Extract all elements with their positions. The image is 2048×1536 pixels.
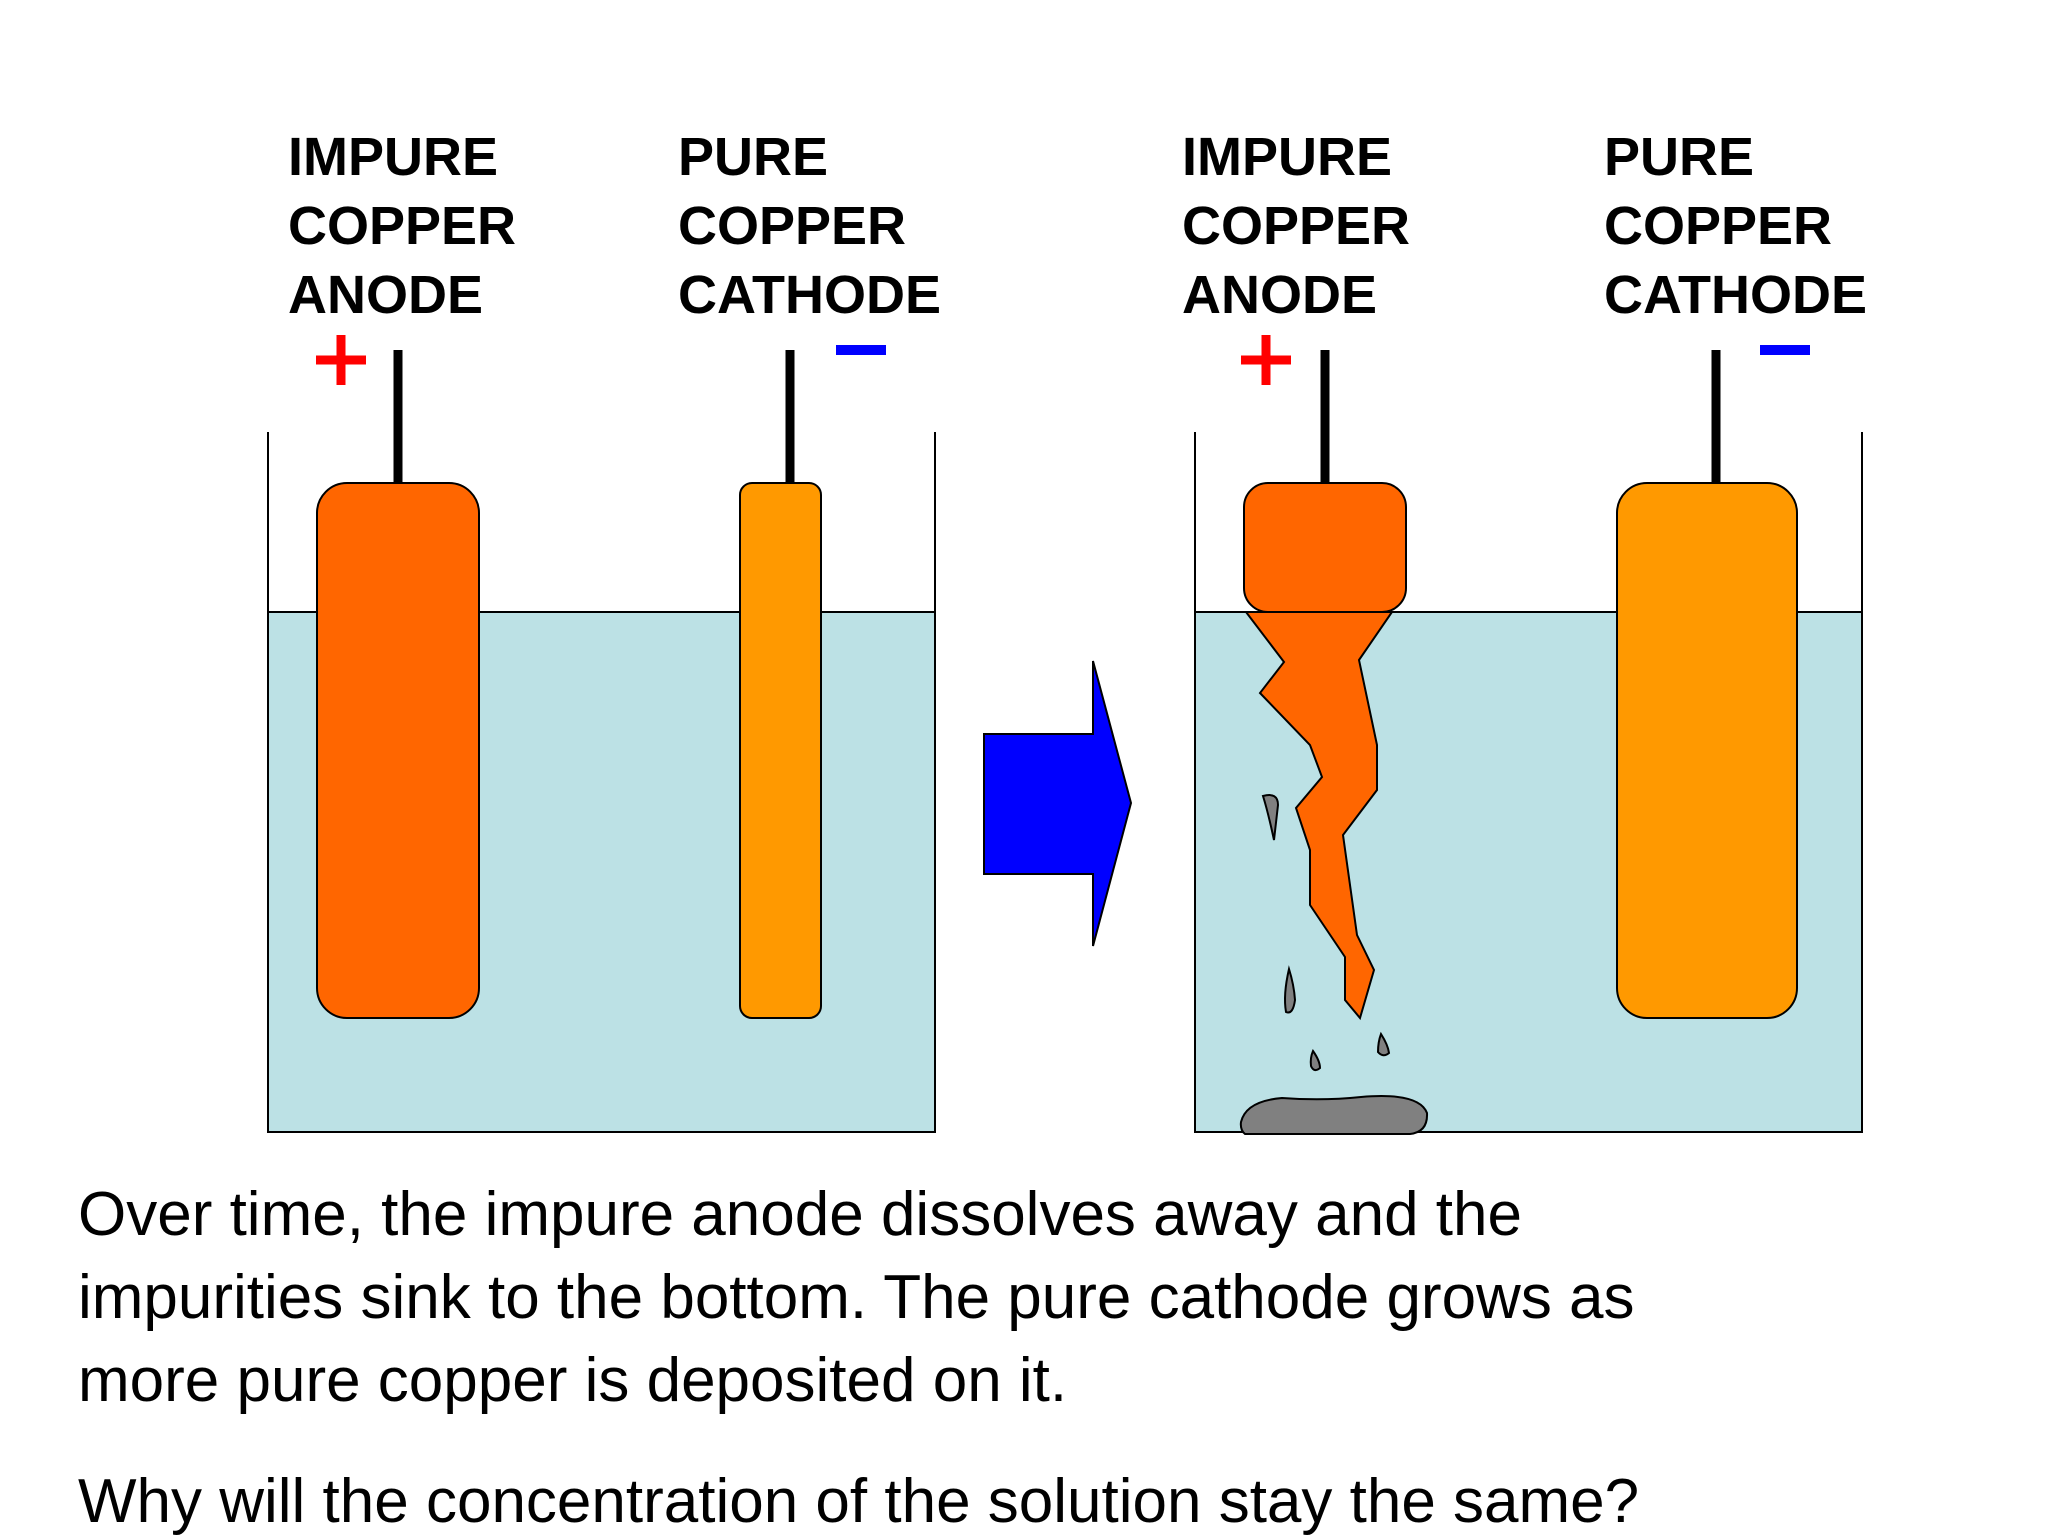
- impurity-particle: [1261, 794, 1280, 841]
- caption-explanation: Over time, the impure anode dissolves aw…: [78, 1173, 2008, 1422]
- before-positive-sign: [316, 335, 366, 385]
- impurity-particle: [1309, 1048, 1322, 1072]
- after-cathode-label: PURE COPPER CATHODE: [1604, 127, 1867, 325]
- impurity-particle: [1376, 1031, 1391, 1057]
- right-arrow: [983, 660, 1133, 947]
- before-pure-cathode: [739, 482, 822, 1019]
- after-anode-label: IMPURE COPPER ANODE: [1182, 127, 1425, 325]
- caption-line: Over time, the impure anode dissolves aw…: [78, 1180, 1522, 1249]
- after-anode-top: [1243, 482, 1407, 613]
- before-cathode-label: PURE COPPER CATHODE: [678, 127, 941, 325]
- caption-line: impurities sink to the bottom. The pure …: [78, 1263, 1635, 1332]
- after-positive-sign: [1241, 335, 1291, 385]
- after-pure-cathode: [1616, 482, 1798, 1019]
- before-cell: IMPURE COPPER ANODE PURE COPPER CATHODE: [267, 127, 941, 1133]
- after-cell: IMPURE COPPER ANODE PURE COPPER CATHODE: [1182, 127, 1867, 1135]
- after-beaker: [1194, 432, 1863, 1133]
- before-beaker: [267, 432, 936, 1133]
- after-dissolving-anode: [1243, 611, 1394, 1021]
- before-anode-label: IMPURE COPPER ANODE: [288, 127, 531, 325]
- before-impure-anode: [316, 482, 480, 1019]
- impurity-particle: [1284, 965, 1297, 1014]
- question-line: Why will the concentration of the soluti…: [78, 1467, 1640, 1536]
- impurity-sediment: [1239, 1095, 1429, 1135]
- caption-line: more pure copper is deposited on it.: [78, 1346, 1068, 1415]
- caption-question: Why will the concentration of the soluti…: [78, 1460, 2008, 1536]
